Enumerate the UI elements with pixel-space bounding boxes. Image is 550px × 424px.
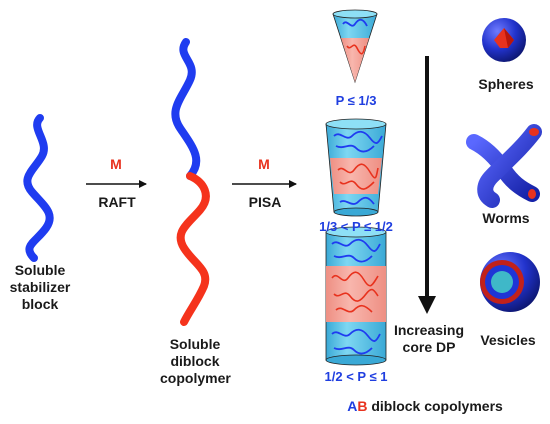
morphology-label-spheres: Spheres <box>478 76 534 92</box>
cylinder-icon <box>325 226 387 366</box>
cone-icon <box>332 9 378 84</box>
monomer-label-1: M <box>110 156 122 172</box>
footer-a-letter: A <box>347 398 358 414</box>
stabilizer-chain <box>23 114 54 262</box>
increasing-core-dp-arrowhead <box>418 296 436 314</box>
increasing-label-line1: Increasing <box>393 322 465 338</box>
footer-caption: AB diblock copolymers <box>330 398 520 415</box>
packing-range-cone: P ≤ 1/3 <box>335 93 377 108</box>
pisa-label: PISA <box>248 194 282 210</box>
footer-rest-text: diblock copolymers <box>367 398 503 414</box>
diblock-label-line3: copolymer <box>160 370 231 386</box>
stabilizer-label-line2: stabilizer <box>9 279 71 295</box>
vesicle-icon <box>480 252 540 312</box>
stabilizer-label-line3: block <box>21 296 59 312</box>
diblock-label-line1: Soluble <box>169 336 221 352</box>
stabilizer-label: Soluble stabilizer block <box>8 262 72 313</box>
footer-b-letter: B <box>357 398 368 414</box>
morphology-label-vesicles: Vesicles <box>480 332 536 348</box>
raft-label: RAFT <box>98 194 136 210</box>
packing-range-cylinder: 1/2 < P ≤ 1 <box>324 369 388 384</box>
worm-icon <box>466 124 542 208</box>
stabilizer-label-line1: Soluble <box>14 262 66 278</box>
increasing-core-dp-label: Increasing core DP <box>386 322 472 356</box>
truncated-cone-icon <box>325 118 387 217</box>
monomer-label-2: M <box>258 156 270 172</box>
increasing-label-line2: core DP <box>402 339 456 355</box>
sphere-icon <box>482 18 526 62</box>
diblock-blue-segment <box>171 38 201 180</box>
morphology-label-worms: Worms <box>482 210 530 226</box>
diblock-label-line2: diblock <box>170 353 220 369</box>
packing-range-truncated-cone: 1/3 < P ≤ 1/2 <box>319 219 393 234</box>
diblock-red-segment <box>176 172 210 326</box>
diblock-label: Soluble diblock copolymer <box>160 336 231 387</box>
